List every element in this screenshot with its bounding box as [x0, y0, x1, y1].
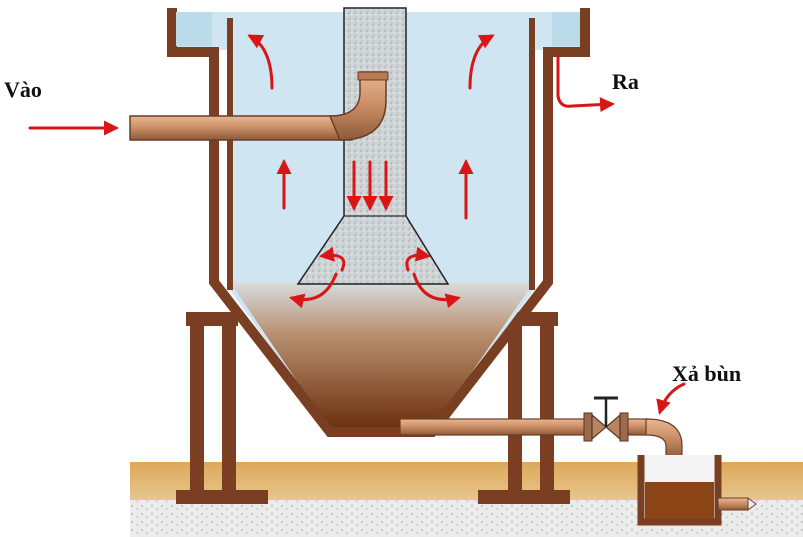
sludge-discharge-label: Xả bùn	[672, 361, 741, 386]
tank-wall	[167, 8, 590, 437]
turn-arrow-right-1	[412, 272, 461, 309]
inner-walls	[227, 18, 535, 290]
sludge-collection-box	[637, 455, 757, 526]
sludge-arrow	[656, 382, 686, 415]
rise-arrow-right	[468, 34, 495, 90]
turn-arrow-left-2	[319, 246, 346, 272]
inlet-label: Vào	[4, 77, 42, 102]
inlet-pipe	[129, 71, 389, 141]
rise-arrow-left	[247, 34, 274, 90]
overflow-weir-right	[552, 12, 580, 46]
turn-arrow-right-2	[405, 246, 431, 272]
outlet-arrow	[556, 54, 615, 113]
gate-valve-icon[interactable]	[583, 396, 629, 442]
flow-arrows	[28, 34, 686, 415]
overflow-weir-left	[176, 12, 212, 46]
outlet-label: Ra	[612, 69, 639, 94]
turn-arrow-left-1	[289, 272, 338, 309]
sludge-pipe	[399, 418, 683, 459]
